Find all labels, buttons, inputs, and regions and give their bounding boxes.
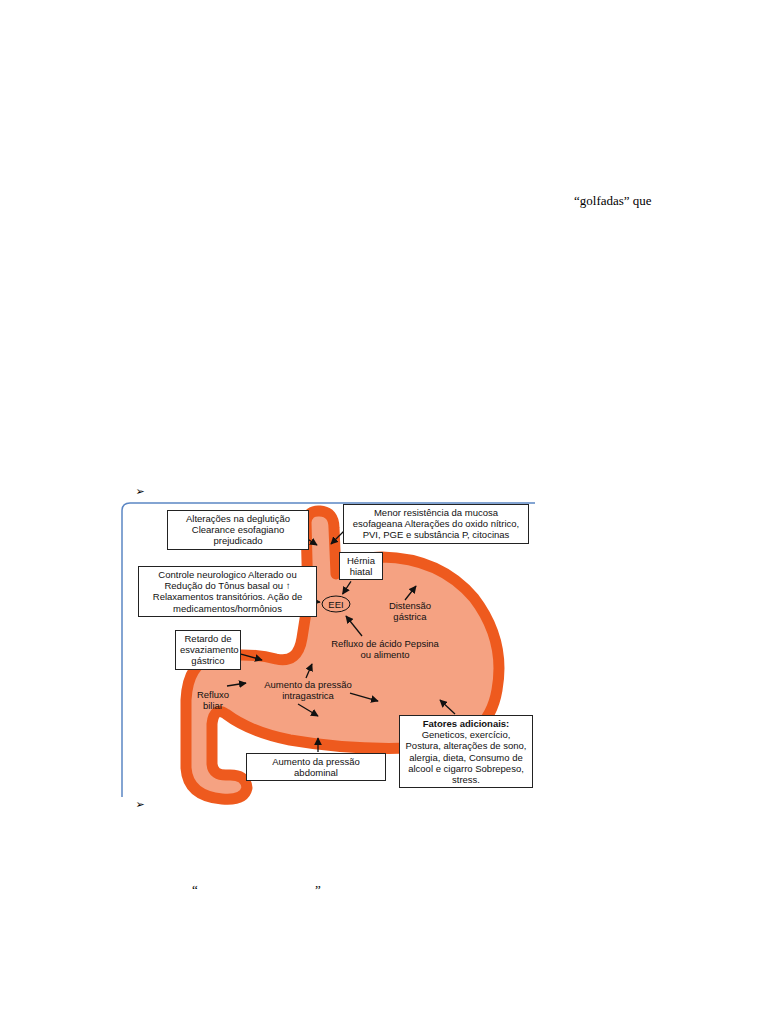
cause-box: Alterações na deglutição Clearance esofa… [167, 510, 309, 550]
cause-box: Menor resistência da mucosa esofageana A… [343, 504, 529, 544]
leader-line [405, 586, 416, 600]
bullet-mark: ➢ [132, 486, 148, 499]
factors-box: Fatores adicionais:Geneticos, exercício,… [399, 715, 533, 788]
leader-line [306, 664, 312, 678]
cause-box: Controle neurologico Alterado ou Redução… [138, 566, 317, 617]
cause-box: Aumento da pressão abdominal [246, 753, 386, 781]
quote-mark: “ [192, 882, 204, 897]
box-text: Aumento da pressão abdominal [251, 756, 381, 778]
sphincter-ellipse [322, 596, 350, 612]
leader-line [298, 704, 318, 716]
quote-mark: ” [315, 882, 327, 897]
box-text: Geneticos, exercício, Postura, alteraçõe… [404, 729, 528, 785]
leader-line [350, 693, 378, 701]
leader-line [317, 738, 318, 752]
box-heading: Fatores adicionais: [404, 718, 528, 729]
leader-line [241, 654, 262, 660]
box-text: Alterações na deglutição Clearance esofa… [172, 513, 304, 547]
leader-line [346, 616, 362, 636]
cause-box: Hérnia hiatal [339, 552, 383, 580]
region-label: Distensão gástrica [380, 600, 440, 622]
bullet-mark: ➢ [132, 799, 148, 812]
sphincter-label: EEI [321, 595, 351, 613]
region-label: Refluxo de ácido Pepsina ou alimento [330, 638, 440, 660]
box-text: Controle neurologico Alterado ou Redução… [143, 569, 312, 614]
connector-arrow [318, 601, 320, 603]
box-text: Menor resistência da mucosa esofageana A… [348, 507, 524, 541]
leader-line [440, 700, 455, 714]
cause-box: Retardo de esvaziamento gástrico [175, 630, 241, 670]
box-text: Retardo de esvaziamento gástrico [180, 633, 236, 667]
body-text: “golfadas” que [574, 193, 684, 208]
region-label: Aumento da pressão intragastrica [262, 679, 354, 701]
box-text: Hérnia hiatal [344, 555, 378, 577]
leader-line [227, 683, 246, 686]
region-label: Refluxo biliar [196, 689, 230, 711]
box-text: EEI [328, 599, 343, 610]
connector-arrow [343, 581, 351, 594]
